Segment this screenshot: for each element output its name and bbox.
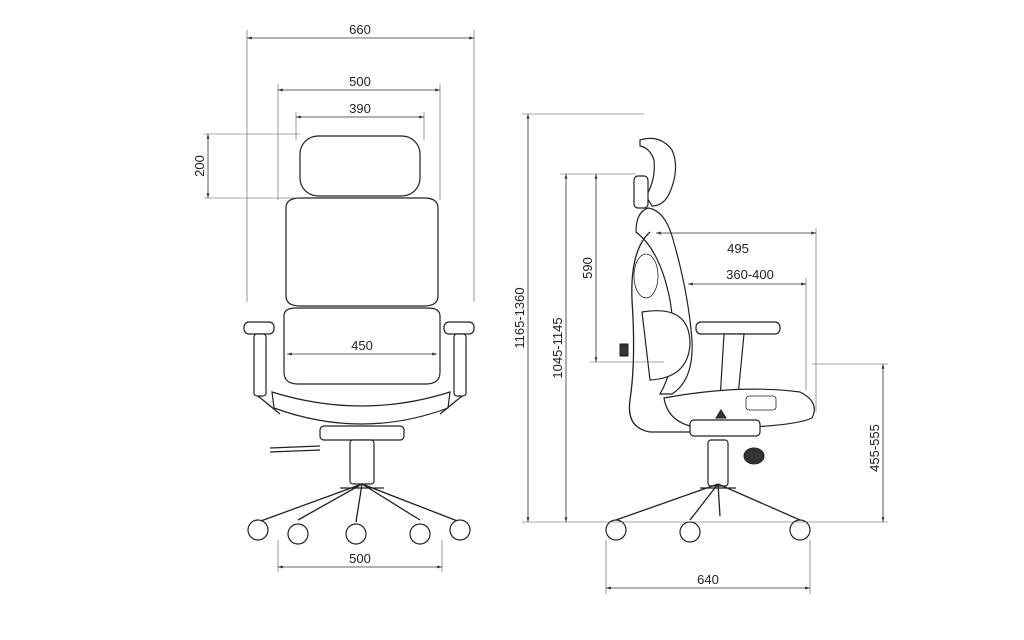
side-backrest-frame bbox=[628, 231, 690, 433]
dim-backrest-width: 500 bbox=[349, 74, 371, 89]
front-backrest bbox=[285, 197, 439, 307]
side-lumbar-cutout bbox=[633, 253, 659, 299]
side-lumbar bbox=[641, 310, 691, 381]
dim-backrest-top-height: 1045-1145 bbox=[550, 317, 565, 378]
side-headrest bbox=[639, 137, 677, 207]
dim-seat-width: 450 bbox=[351, 338, 373, 353]
front-armrest-left-pad bbox=[243, 321, 275, 335]
dim-headrest-width: 390 bbox=[349, 101, 371, 116]
front-headrest bbox=[299, 135, 421, 197]
dim-headrest-height: 200 bbox=[192, 155, 207, 177]
side-dimensions: 1165-1360 1045-1145 590 495 360-400 455-… bbox=[512, 113, 888, 594]
side-base bbox=[615, 483, 801, 521]
front-view bbox=[243, 135, 475, 545]
dim-seat-depth: 360-400 bbox=[726, 267, 774, 282]
front-seat bbox=[271, 391, 451, 425]
front-dimensions: 660 500 390 200 450 500 bbox=[192, 22, 475, 572]
side-casters bbox=[605, 519, 811, 543]
dim-base-depth: 640 bbox=[697, 572, 719, 587]
side-tension-knob bbox=[743, 447, 765, 465]
front-armrest-left-post bbox=[253, 333, 267, 397]
front-armrest-right-post bbox=[453, 333, 467, 397]
dim-overall-depth: 495 bbox=[727, 241, 749, 256]
dim-overall-height: 1165-1360 bbox=[512, 287, 527, 348]
front-armrest-right-pad bbox=[443, 321, 475, 335]
side-view bbox=[605, 137, 815, 543]
dim-base-width: 500 bbox=[349, 551, 371, 566]
dim-overall-width: 660 bbox=[349, 22, 371, 37]
front-casters bbox=[247, 519, 471, 545]
front-base bbox=[257, 483, 461, 523]
front-lower-back bbox=[283, 307, 441, 385]
dim-backrest-height: 590 bbox=[580, 257, 595, 279]
side-armrest-pad bbox=[695, 321, 781, 335]
front-mechanism bbox=[319, 425, 405, 441]
front-gas-lift bbox=[349, 439, 375, 485]
dim-seat-height: 455-555 bbox=[867, 424, 882, 472]
side-gas-lift bbox=[707, 439, 729, 487]
side-mechanism bbox=[689, 419, 761, 437]
